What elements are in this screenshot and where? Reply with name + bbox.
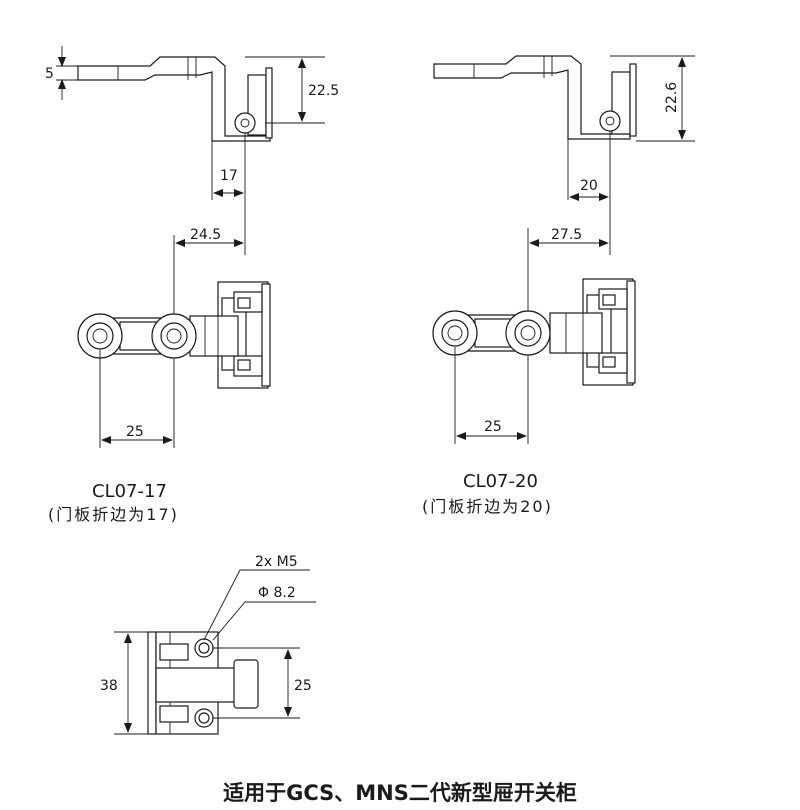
cl07-20-height-label: 22.6 — [664, 82, 680, 113]
cl07-17-flange-label: 17 — [220, 168, 238, 184]
cl07-17-pitch-label: 25 — [126, 424, 144, 440]
mount-screw-label: 2x M5 — [255, 554, 298, 570]
mount-hole-label: Φ 8.2 — [258, 585, 296, 601]
mounting-view: 2x M5 Φ 8.2 38 25 — [100, 554, 316, 735]
cl07-17-side-view: 5 22.5 17 — [45, 46, 339, 255]
cl07-20-pitch-label: 25 — [484, 419, 502, 435]
mount-spacing-label: 25 — [294, 678, 312, 694]
cl07-17-offset-label: 24.5 — [190, 227, 221, 243]
cl07-17-thickness-label: 5 — [45, 66, 54, 82]
caption: 适用于GCS、MNS二代新型屉开关柜 — [223, 781, 577, 805]
cl07-20-offset-label: 27.5 — [551, 227, 582, 243]
cl07-17-height-label: 22.5 — [308, 83, 339, 99]
mount-height-label: 38 — [100, 678, 118, 694]
cl07-20-note-label: (门板折边为20) — [422, 497, 553, 516]
cl07-20-side-view: 22.6 20 — [433, 55, 695, 255]
cl07-20-top-view: 25 — [432, 278, 636, 444]
cl07-20-flange-label: 20 — [580, 178, 598, 194]
cl07-17-model-label: CL07-17 — [92, 481, 167, 502]
cl07-20-model-label: CL07-20 — [463, 471, 538, 492]
cl07-17-top-view: 25 — [77, 281, 271, 448]
cl07-17-note-label: (门板折边为17) — [48, 505, 179, 524]
